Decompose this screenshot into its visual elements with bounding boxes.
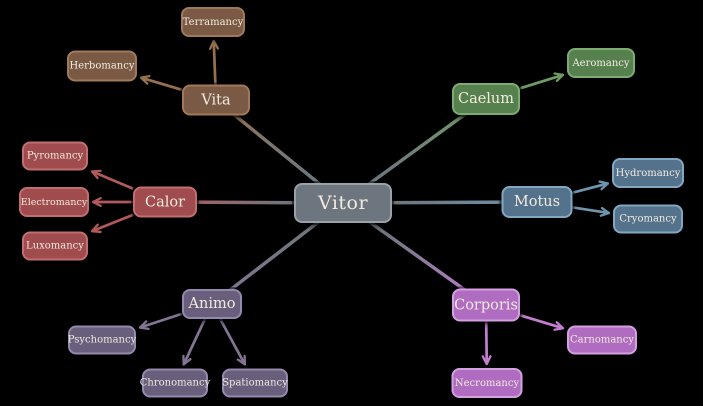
node-chronomancy[interactable]: Chronomancy <box>139 368 211 398</box>
aeromancy-label: Aeromancy <box>572 57 630 69</box>
vita-label: Vita <box>201 92 231 108</box>
animo-label: Animo <box>188 296 236 312</box>
edge-animo-chronomancy <box>182 318 206 366</box>
corporis-label: Corporis <box>454 297 518 313</box>
psychomancy-label: Psychomancy <box>67 334 137 346</box>
pyromancy-label: Pyromancy <box>26 150 84 162</box>
electromancy-label: Electromancy <box>20 196 88 208</box>
chronomancy-label: Chronomancy <box>139 377 211 389</box>
node-animo[interactable]: Animo <box>182 289 242 319</box>
spatiomancy-label: Spatiomancy <box>222 377 288 389</box>
edge-vita-terramancy <box>209 39 220 85</box>
node-vita[interactable]: Vita <box>182 84 250 116</box>
node-cryomancy[interactable]: Cryomancy <box>613 204 683 234</box>
node-necromancy[interactable]: Necromancy <box>451 368 523 398</box>
luxomancy-label: Luxomancy <box>26 240 84 252</box>
edge-calor-pyromancy <box>90 169 134 190</box>
edge-caelum-aeromancy <box>519 72 565 90</box>
edge-vita-herbomancy <box>139 74 183 91</box>
vitor-label: Vitor <box>317 192 369 214</box>
node-pyromancy[interactable]: Pyromancy <box>22 141 88 171</box>
necromancy-label: Necromancy <box>454 377 520 389</box>
edge-motus-cryomancy <box>572 206 611 217</box>
node-corporis[interactable]: Corporis <box>452 288 520 322</box>
calor-label: Calor <box>144 194 186 210</box>
node-electromancy[interactable]: Electromancy <box>19 187 89 217</box>
node-vitor[interactable]: Vitor <box>294 183 392 223</box>
motus-label: Motus <box>513 194 561 210</box>
node-caelum[interactable]: Caelum <box>452 83 520 115</box>
node-luxomancy[interactable]: Luxomancy <box>22 231 88 261</box>
node-spatiomancy[interactable]: Spatiomancy <box>222 368 288 398</box>
node-hydromancy[interactable]: Hydromancy <box>612 158 684 188</box>
node-psychomancy[interactable]: Psychomancy <box>67 325 137 355</box>
node-calor[interactable]: Calor <box>133 186 197 218</box>
cryomancy-label: Cryomancy <box>619 213 677 225</box>
herbomancy-label: Herbomancy <box>69 60 135 72</box>
node-herbomancy[interactable]: Herbomancy <box>67 50 137 82</box>
node-aeromancy[interactable]: Aeromancy <box>567 48 635 78</box>
edge-corporis-necromancy <box>481 321 492 366</box>
edge-animo-spatiomancy <box>219 318 247 366</box>
hydromancy-label: Hydromancy <box>615 167 681 179</box>
edge-motus-hydromancy <box>572 180 610 194</box>
node-carnomancy[interactable]: Carnomancy <box>567 325 637 355</box>
node-terramancy[interactable]: Terramancy <box>181 7 245 37</box>
terramancy-label: Terramancy <box>182 16 244 28</box>
carnomancy-label: Carnomancy <box>570 334 634 346</box>
node-motus[interactable]: Motus <box>501 186 573 218</box>
edge-corporis-carnomancy <box>519 314 565 331</box>
caelum-label: Caelum <box>457 91 515 107</box>
edge-calor-luxomancy <box>90 213 134 234</box>
edge-animo-psychomancy <box>138 312 183 330</box>
